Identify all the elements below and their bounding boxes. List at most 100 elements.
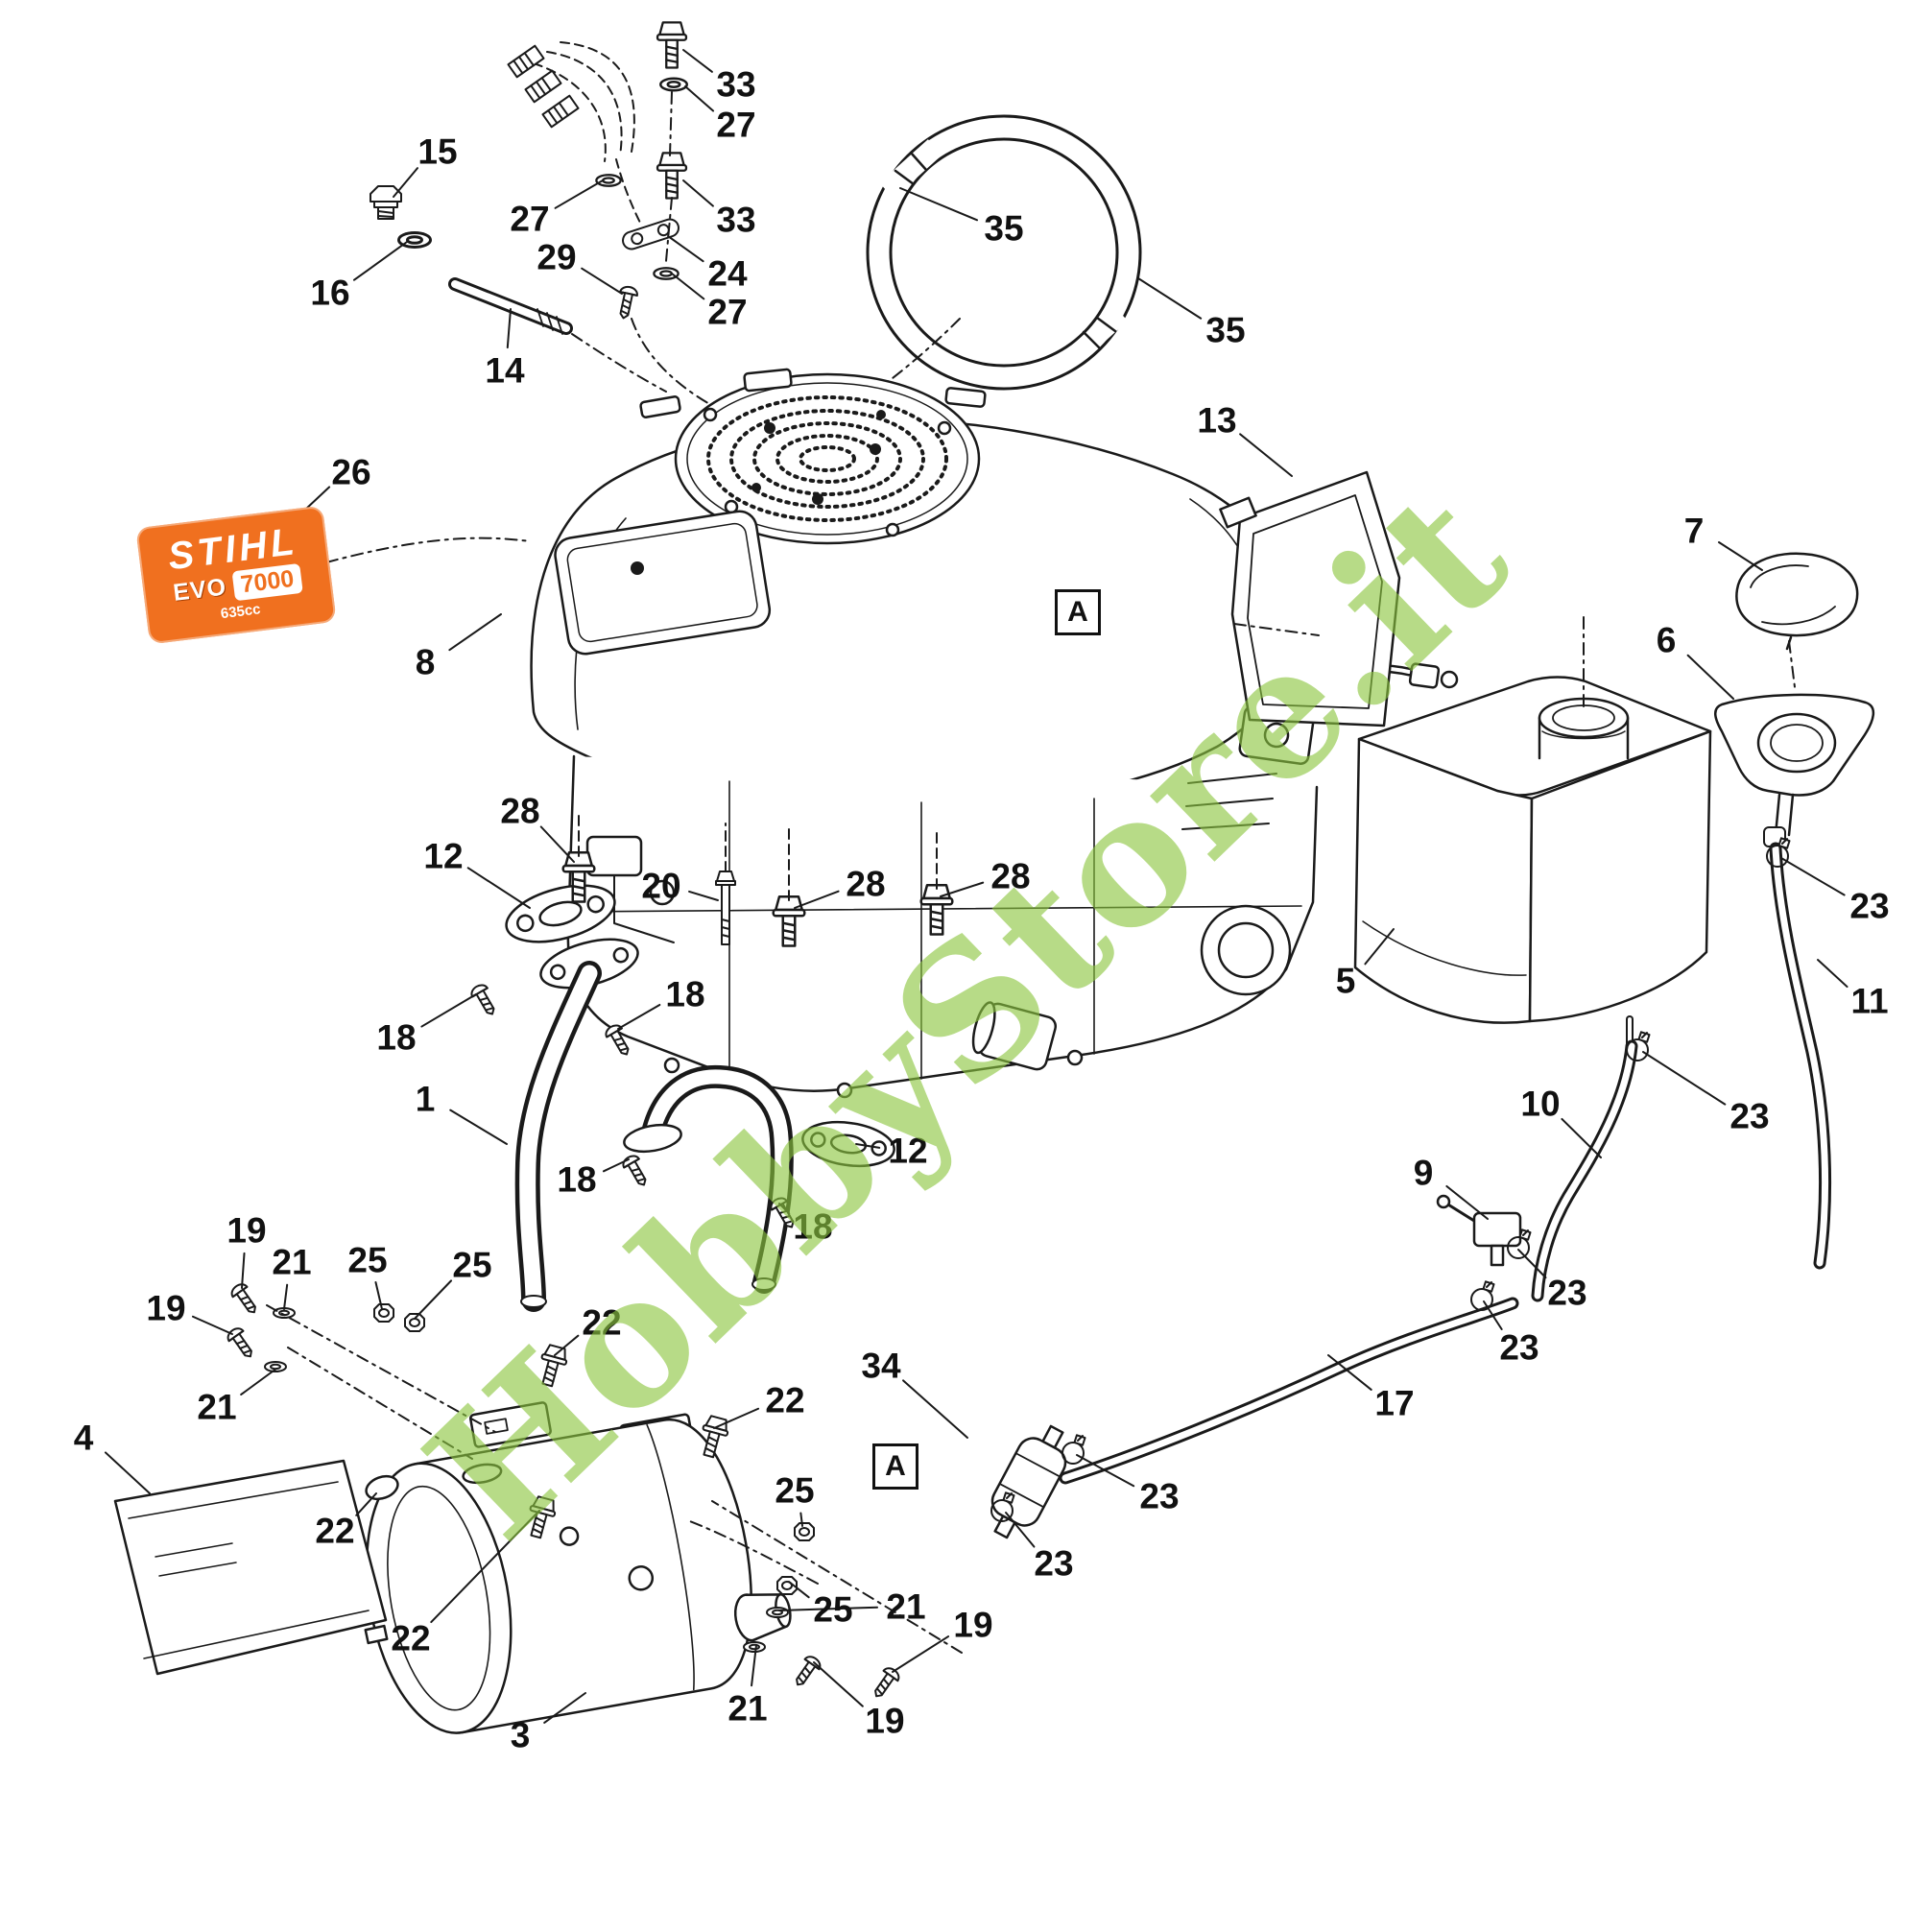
leader-line bbox=[902, 1379, 968, 1439]
leader-line bbox=[1076, 1454, 1135, 1488]
leader-lines bbox=[104, 49, 1849, 1724]
exhaust-pipe-1 bbox=[514, 938, 639, 1312]
leader-line bbox=[449, 1109, 508, 1145]
leader-line bbox=[855, 1143, 881, 1149]
fastener-hardware bbox=[224, 537, 963, 1703]
screw-19b bbox=[224, 1324, 259, 1363]
oil-filter bbox=[971, 1001, 1058, 1071]
leader-line bbox=[374, 1281, 383, 1310]
nut-25c bbox=[794, 1522, 815, 1541]
leader-line bbox=[393, 167, 419, 198]
leader-line bbox=[684, 85, 715, 112]
washer-21d bbox=[743, 1641, 766, 1653]
top-hardware bbox=[370, 21, 723, 412]
leader-line bbox=[899, 187, 979, 222]
leader-line bbox=[506, 308, 512, 349]
leader-line bbox=[1364, 928, 1395, 966]
washer-21c bbox=[766, 1607, 789, 1618]
leader-line bbox=[617, 1003, 661, 1030]
screw-18c bbox=[619, 1152, 653, 1191]
exhaust-gasket-12a bbox=[505, 884, 616, 943]
leader-line bbox=[581, 267, 623, 295]
leader-line bbox=[799, 1512, 803, 1527]
leader-line bbox=[1483, 1300, 1503, 1330]
leader-line bbox=[1686, 654, 1734, 700]
fuel-hose-10 bbox=[1531, 1039, 1638, 1302]
leader-line bbox=[104, 1451, 151, 1494]
leader-line bbox=[682, 49, 713, 73]
tank-bracket-6 bbox=[1714, 640, 1874, 837]
leader-line bbox=[788, 1581, 810, 1599]
leader-line bbox=[448, 613, 502, 652]
leader-line bbox=[283, 1283, 289, 1310]
screw-19a bbox=[227, 1280, 263, 1319]
leader-line bbox=[1561, 1117, 1602, 1158]
leader-line bbox=[602, 1158, 630, 1173]
leader-line bbox=[688, 890, 719, 901]
screw-19d bbox=[789, 1653, 824, 1691]
fuel-tank-5 bbox=[1353, 615, 1712, 1048]
vent-tube-11 bbox=[1763, 826, 1832, 1270]
leader-line bbox=[1239, 433, 1293, 477]
leader-line bbox=[682, 179, 714, 207]
leader-line bbox=[420, 993, 477, 1028]
leader-line bbox=[813, 1661, 864, 1707]
clamp-plate-24 bbox=[622, 218, 680, 250]
muffler-3 bbox=[365, 1401, 792, 1734]
leader-line bbox=[191, 1315, 233, 1335]
shroud-sticker-panel bbox=[554, 510, 772, 656]
leader-line bbox=[671, 273, 705, 300]
washer-27a bbox=[659, 77, 688, 92]
leader-line bbox=[1137, 277, 1203, 320]
leader-line bbox=[414, 1279, 453, 1320]
exhaust-gasket-12b bbox=[801, 1120, 895, 1168]
leader-line bbox=[940, 881, 985, 897]
leader-line bbox=[1817, 959, 1849, 989]
leader-line bbox=[539, 825, 575, 863]
breather-tube-14 bbox=[448, 277, 573, 335]
leader-line bbox=[1517, 1249, 1547, 1279]
leader-line bbox=[713, 1407, 760, 1429]
washer-27b bbox=[595, 174, 622, 187]
starter-ring-35 bbox=[851, 114, 1142, 408]
shield-plate-13 bbox=[1219, 470, 1401, 727]
leader-line bbox=[1005, 1512, 1036, 1548]
leader-line bbox=[667, 235, 704, 263]
leader-line bbox=[543, 1692, 586, 1724]
leader-line bbox=[794, 890, 840, 909]
stihl-engine-badge: STIHL EVO 7000 635cc bbox=[135, 505, 337, 645]
oil-plug-15 bbox=[370, 185, 402, 220]
fuel-hose-17 bbox=[1059, 1297, 1519, 1485]
leader-line bbox=[554, 1334, 580, 1356]
muffler-plug bbox=[365, 1474, 399, 1501]
fuel-cap-7 bbox=[1735, 552, 1859, 651]
leader-line bbox=[466, 867, 531, 909]
washer-27c bbox=[653, 267, 680, 280]
leader-line bbox=[353, 241, 408, 281]
leader-line bbox=[1642, 1051, 1727, 1106]
bolt-33a bbox=[656, 21, 688, 69]
screw-19c bbox=[868, 1664, 903, 1703]
wiring-harness bbox=[507, 41, 642, 226]
nut-25a bbox=[373, 1303, 394, 1323]
fuel-valve-9 bbox=[1436, 1194, 1522, 1267]
engine-assembly bbox=[530, 368, 1459, 1099]
leader-line bbox=[1327, 1354, 1372, 1391]
logo-model-prefix: EVO bbox=[171, 573, 228, 608]
bolt-20 bbox=[715, 871, 736, 945]
leader-line bbox=[778, 1203, 791, 1215]
logo-displacement: 635cc bbox=[219, 601, 262, 623]
heat-shield-4 bbox=[113, 1459, 389, 1676]
leader-line bbox=[1780, 857, 1846, 896]
exhaust-pipe-2 bbox=[623, 1064, 794, 1294]
leader-line bbox=[751, 1644, 757, 1687]
leader-line bbox=[430, 1510, 540, 1624]
leader-line bbox=[1445, 1184, 1489, 1220]
leader-line bbox=[554, 179, 604, 209]
nut-25b bbox=[404, 1313, 425, 1332]
clamp-23d bbox=[1470, 1280, 1495, 1311]
leader-line bbox=[1717, 541, 1763, 571]
screw-18a bbox=[467, 981, 501, 1020]
